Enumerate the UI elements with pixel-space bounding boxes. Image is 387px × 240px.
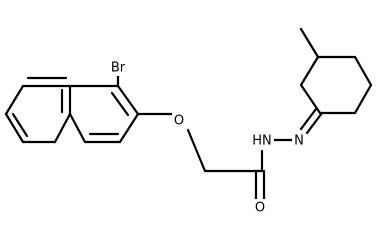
bond <box>68 112 87 144</box>
bond <box>299 83 322 115</box>
n-c-double-bond <box>299 107 318 131</box>
bond <box>116 84 140 116</box>
bond <box>299 55 320 87</box>
n-label-bg <box>292 133 306 149</box>
molecule-structure-diagram: Br O HN N O <box>4 27 373 216</box>
bond <box>11 112 29 138</box>
carbonyl-o-label-bg <box>253 199 267 215</box>
ether-o-label-bg <box>172 112 186 128</box>
bond <box>118 112 140 144</box>
bond <box>4 84 25 116</box>
o-ch2-bond <box>186 128 207 173</box>
ether-oxygen-label: O <box>174 114 184 129</box>
bond <box>110 91 130 117</box>
methyl-bond <box>299 27 320 59</box>
atom-labels: Br O HN N O <box>104 60 306 216</box>
hydrazone-n-label: N <box>294 134 304 149</box>
n-c-double-bond <box>305 111 324 135</box>
carbonyl-oxygen-label: O <box>255 201 265 216</box>
hydrazide-nh-label: HN <box>252 134 272 149</box>
bond <box>53 112 72 144</box>
naphthalene-ring-system <box>4 76 140 144</box>
bond <box>4 112 25 144</box>
bond <box>353 55 373 87</box>
methylcyclohexane-ring <box>299 27 373 115</box>
bromine-label: Br <box>111 61 126 76</box>
bond <box>353 83 373 115</box>
hn-label-bg <box>250 133 274 149</box>
br-label-bg <box>104 60 132 76</box>
